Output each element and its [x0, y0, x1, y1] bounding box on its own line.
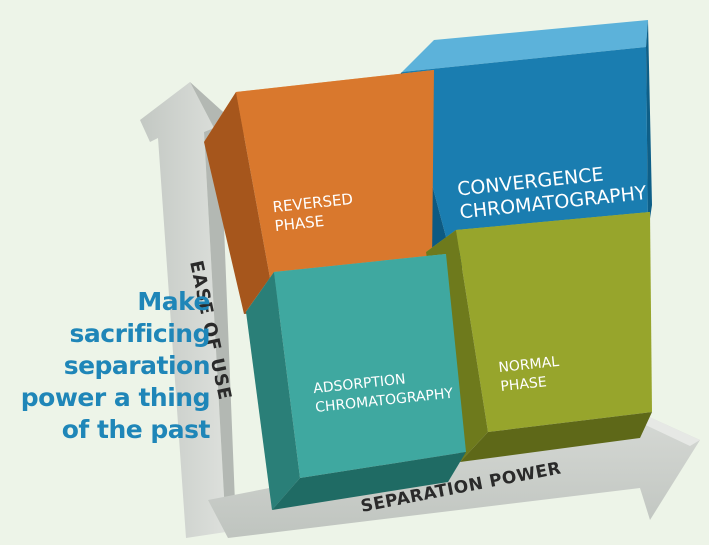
normal-phase-label-line2: PHASE: [500, 374, 548, 395]
tagline-line: Make: [137, 287, 210, 316]
ease-of-use-arrow: [140, 82, 236, 538]
tagline-line: separation: [63, 351, 211, 380]
reversed-phase-label-line2: PHASE: [274, 212, 325, 235]
normal-phase-label: NORMAL PHASE: [498, 354, 560, 395]
tagline: Make sacrificing separation power a thin…: [0, 286, 211, 446]
normal-phase-label-line1: NORMAL: [498, 354, 560, 376]
tagline-line: of the past: [61, 415, 211, 444]
tagline-line: power a thing: [20, 383, 211, 412]
adsorption-chromatography-cube: [246, 254, 466, 510]
tagline-line: sacrificing: [69, 319, 211, 348]
